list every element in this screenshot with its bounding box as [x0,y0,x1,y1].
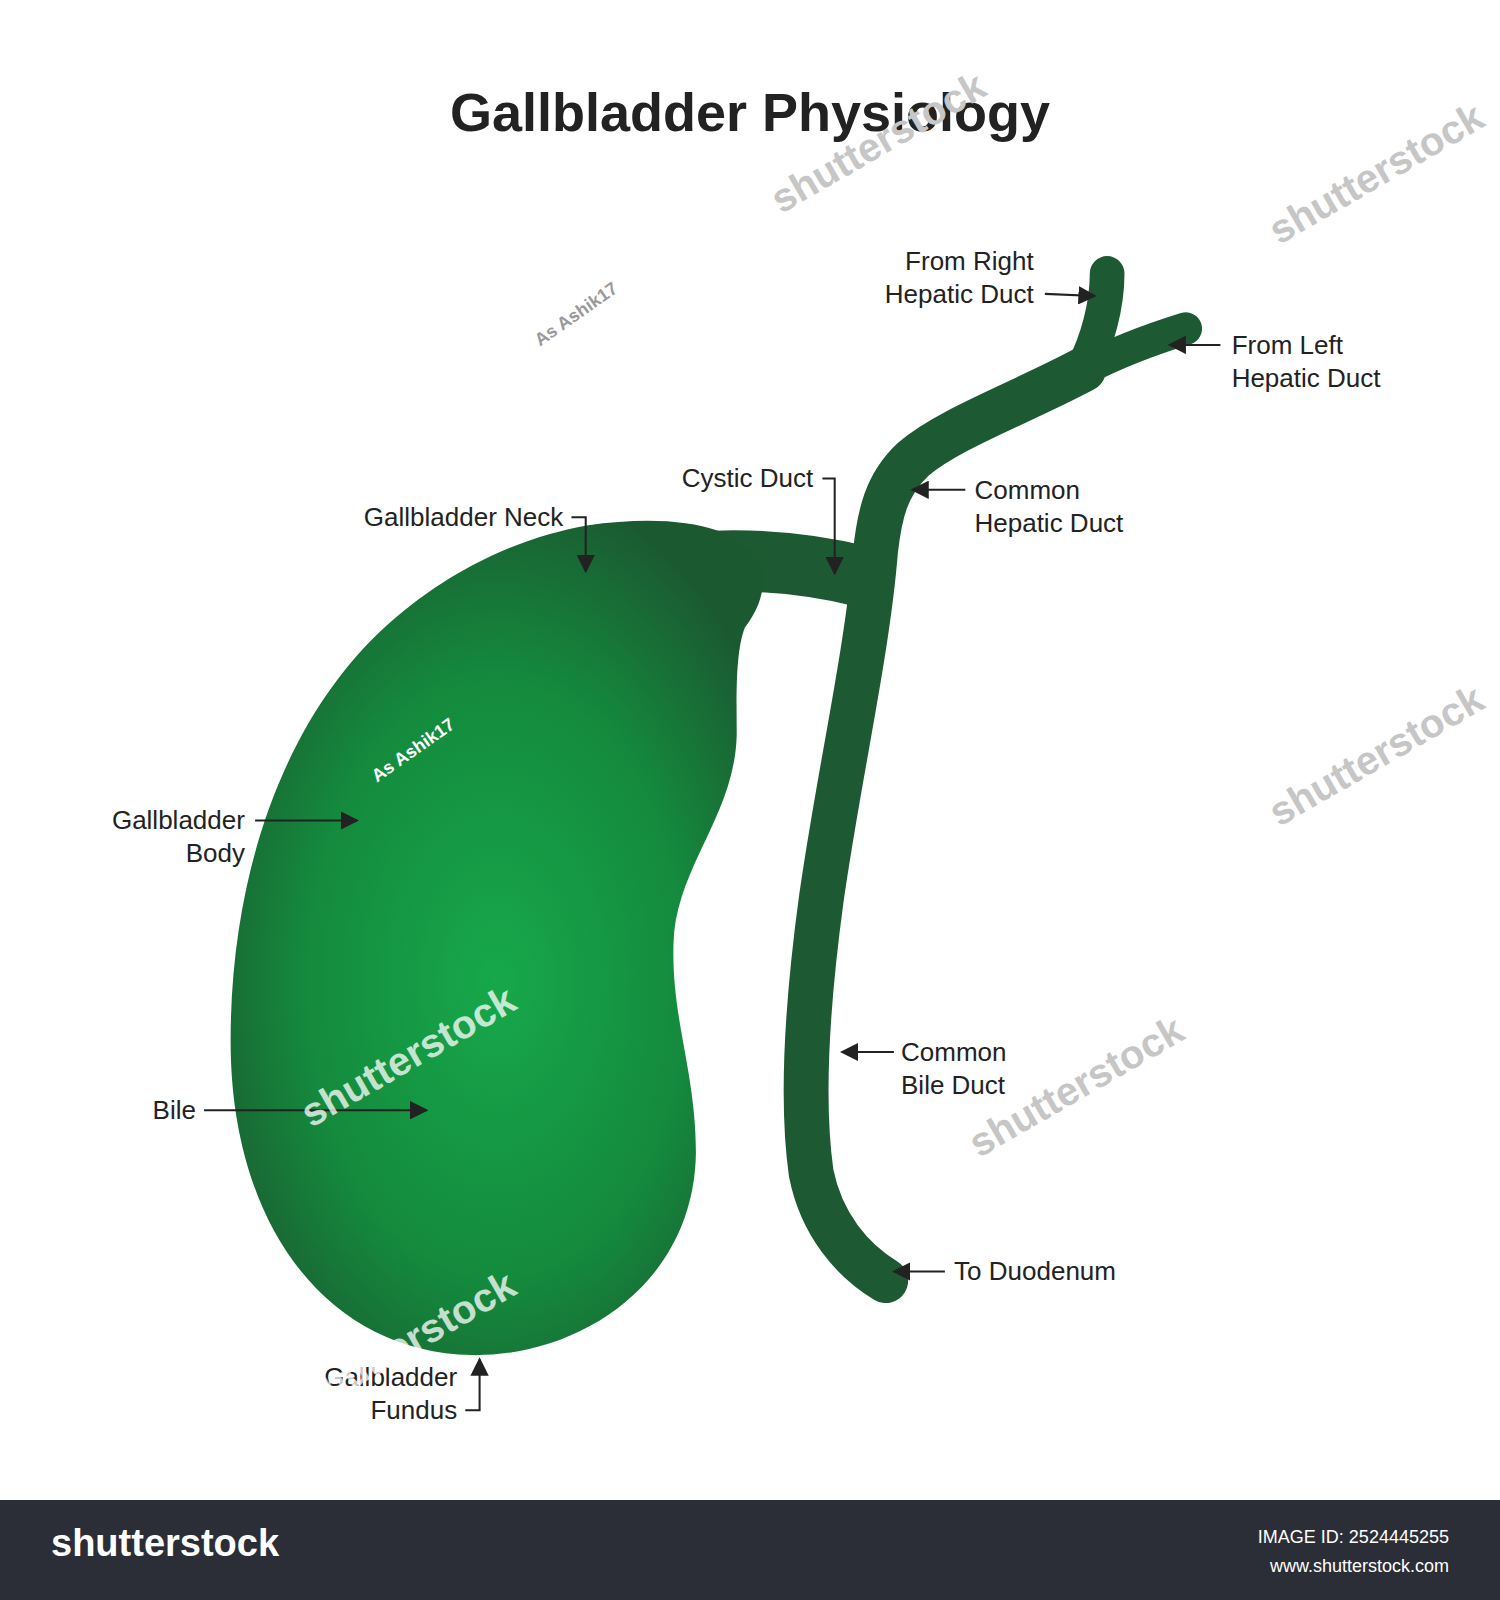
leader-lines [204,294,1220,1410]
footer-text: IMAGE ID: 2524445255 [1258,1526,1449,1549]
part-label: Gallbladder Body [77,804,245,870]
watermark: shutterstock [1259,673,1492,837]
part-label: To Duodenum [954,1255,1116,1288]
watermark: As Ashik17 [530,277,622,351]
bile-ducts [714,273,1185,1280]
footer-text: shutterstock [51,1519,279,1567]
part-label: Cystic Duct [682,462,813,495]
part-label: From Left Hepatic Duct [1232,329,1405,395]
part-label: Gallbladder Neck [364,501,563,534]
part-label: Bile [153,1094,196,1127]
footer-bar [0,1500,1500,1600]
part-label: Common Hepatic Duct [974,474,1147,540]
footer-text: www.shutterstock.com [1270,1555,1449,1578]
watermark: As Ashik17 [869,861,961,935]
watermark: shutterstock [1259,91,1492,255]
part-label: From Right Hepatic Duct [850,245,1034,311]
gallbladder-body-shape [231,521,763,1355]
